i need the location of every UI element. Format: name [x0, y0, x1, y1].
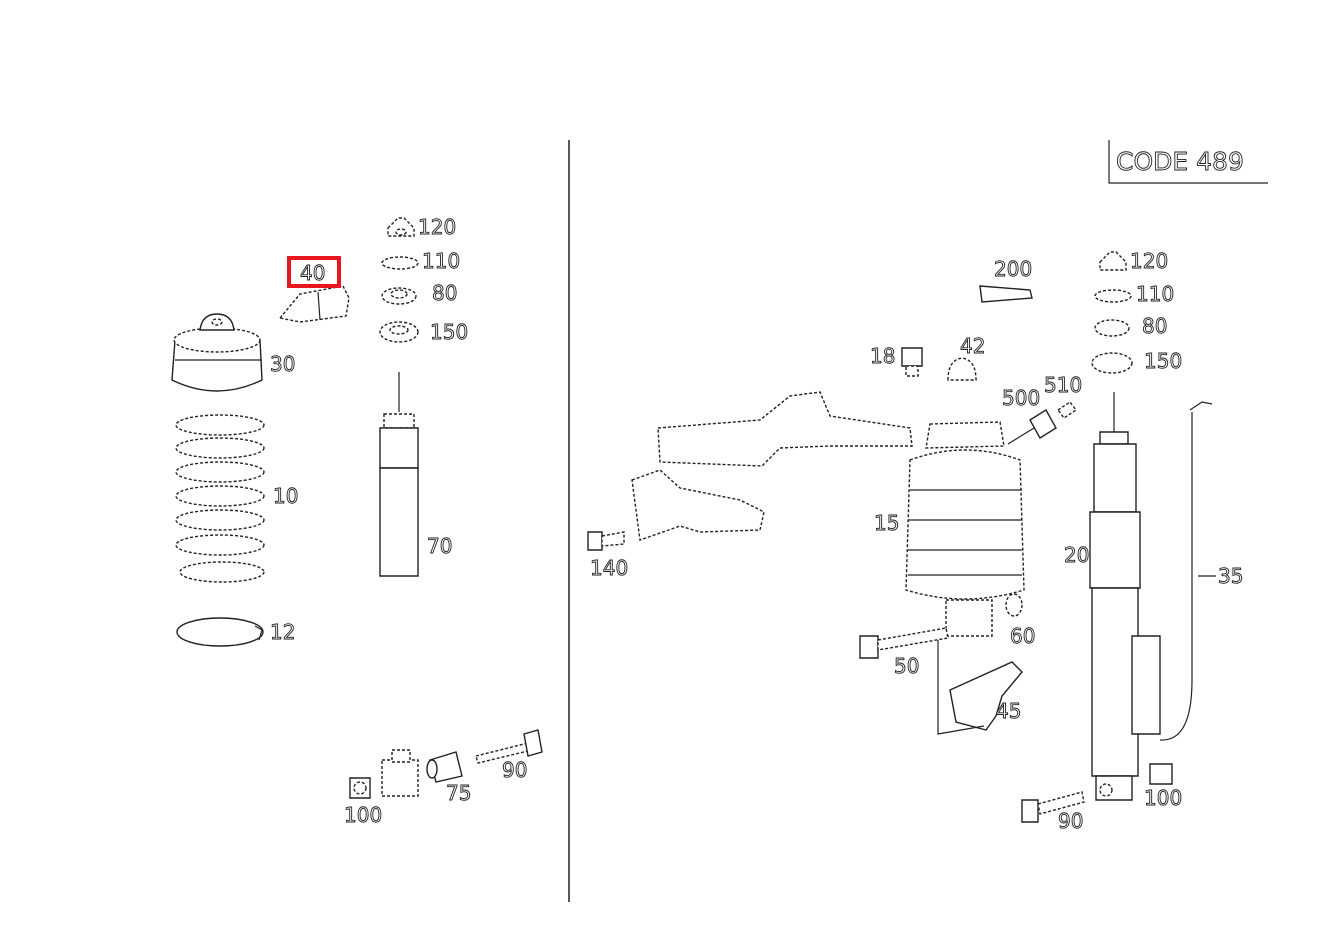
label-120-right: 120 — [1130, 249, 1168, 273]
label-50: 50 — [894, 654, 919, 678]
part-500-valve[interactable] — [1007, 409, 1057, 445]
part-510-valve-tip[interactable] — [1056, 401, 1078, 419]
label-120-left: 120 — [418, 215, 456, 239]
code-label: CODE 489 — [1116, 147, 1244, 176]
part-60-nut[interactable] — [1005, 593, 1023, 617]
part-90-bolt-right[interactable] — [1021, 791, 1085, 823]
label-140: 140 — [590, 556, 628, 580]
part-bracket-left[interactable] — [381, 749, 419, 797]
label-18: 18 — [870, 344, 895, 368]
label-200: 200 — [994, 257, 1032, 281]
part-100-nut-left[interactable] — [349, 777, 371, 799]
part-15-air-spring[interactable] — [905, 421, 1025, 637]
part-80-left[interactable] — [381, 287, 417, 305]
label-12: 12 — [270, 620, 295, 644]
part-90-bolt-left[interactable] — [475, 729, 543, 764]
part-150-right[interactable] — [1091, 352, 1133, 374]
label-30: 30 — [270, 352, 295, 376]
label-60: 60 — [1010, 624, 1035, 648]
label-510: 510 — [1044, 373, 1082, 397]
part-150-left[interactable] — [379, 321, 419, 343]
label-500: 500 — [1002, 386, 1040, 410]
label-35: 35 — [1218, 564, 1243, 588]
label-80-right: 80 — [1142, 314, 1167, 338]
part-45-bracket[interactable] — [937, 640, 1023, 735]
part-110-right[interactable] — [1094, 289, 1132, 303]
code-box: CODE 489 — [1108, 140, 1268, 184]
label-110-right: 110 — [1136, 282, 1174, 306]
part-80-right[interactable] — [1094, 319, 1130, 337]
label-90-left: 90 — [502, 758, 527, 782]
label-15: 15 — [874, 511, 899, 535]
part-120-left[interactable] — [387, 217, 415, 237]
label-42: 42 — [960, 334, 985, 358]
part-110-left[interactable] — [381, 256, 419, 270]
part-axle-arm[interactable] — [631, 391, 913, 541]
label-150-left: 150 — [430, 320, 468, 344]
part-100-nut-right[interactable] — [1149, 763, 1173, 785]
part-120-right[interactable] — [1099, 251, 1127, 271]
part-10-coil-spring[interactable] — [175, 414, 265, 583]
label-80-left: 80 — [432, 281, 457, 305]
part-35-cable[interactable] — [1159, 401, 1216, 741]
part-12-ring[interactable] — [176, 617, 264, 647]
label-110-left: 110 — [422, 249, 460, 273]
label-100-right: 100 — [1144, 786, 1182, 810]
label-75: 75 — [446, 781, 471, 805]
part-75-bushing[interactable] — [426, 751, 463, 783]
part-70-shock-absorber[interactable] — [379, 372, 419, 577]
label-40[interactable]: 40 — [300, 261, 326, 286]
part-18-fitting[interactable] — [901, 347, 923, 377]
label-45: 45 — [996, 699, 1021, 723]
part-42-cap[interactable] — [947, 357, 977, 381]
label-90-right: 90 — [1058, 809, 1083, 833]
part-40-wedge[interactable] — [278, 285, 350, 323]
part-140-bolt[interactable] — [587, 531, 625, 551]
part-50-bolt[interactable] — [859, 627, 949, 659]
label-150-right: 150 — [1144, 349, 1182, 373]
label-20: 20 — [1064, 543, 1089, 567]
label-10: 10 — [273, 484, 298, 508]
part-30-spring-mount[interactable] — [171, 313, 263, 392]
part-20-shock-absorber[interactable] — [1089, 392, 1161, 801]
label-100-left: 100 — [344, 803, 382, 827]
highlight-box-40 — [287, 256, 341, 288]
part-200-wedge[interactable] — [979, 285, 1033, 303]
label-70: 70 — [427, 534, 452, 558]
